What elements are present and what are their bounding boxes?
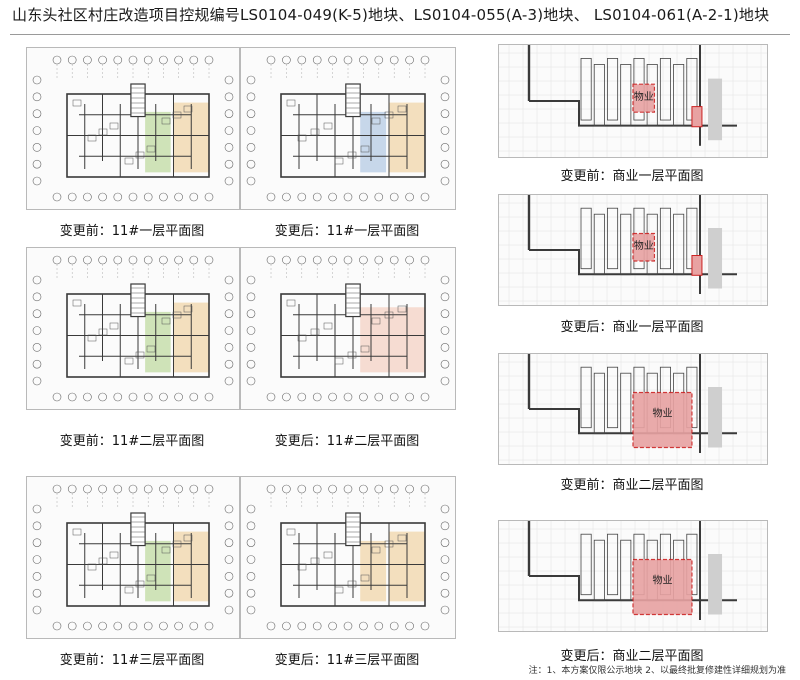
commercial-plan-before-1f: 物业	[498, 44, 768, 158]
caption-after-3f: 变更后：11#三层平面图	[274, 653, 420, 668]
floor-plan-after-2	[240, 247, 456, 410]
floor-plan-drawing	[32, 255, 234, 402]
title-divider	[10, 34, 790, 35]
caption-commercial-after-1f: 变更后：商业一层平面图	[560, 320, 704, 335]
caption-before-1f: 变更前：11#一层平面图	[59, 224, 205, 239]
floor-plan-before-1	[26, 47, 240, 210]
floor-plan-after-3	[240, 476, 456, 639]
property-label: 物业	[634, 239, 654, 252]
commercial-plan-after-1f: 物业	[498, 194, 768, 306]
floor-plan-drawing	[246, 55, 450, 202]
floor-plan-drawing	[32, 484, 234, 631]
footnote: 注：1、本方案仅限公示地块 2、以最终批复修建性详细规划为准	[528, 666, 786, 676]
commercial-plan-after-2f: 物业	[498, 520, 768, 632]
caption-before-3f: 变更前：11#三层平面图	[59, 653, 205, 668]
commercial-plan-drawing: 物业	[499, 45, 767, 157]
caption-before-2f: 变更前：11#二层平面图	[59, 434, 205, 449]
commercial-plan-before-2f: 物业	[498, 353, 768, 465]
floor-plan-before-2	[26, 247, 240, 410]
caption-commercial-before-1f: 变更前：商业一层平面图	[560, 169, 704, 184]
floor-plan-drawing	[246, 484, 450, 631]
property-label: 物业	[652, 407, 672, 420]
floor-plan-before-3	[26, 476, 240, 639]
property-label: 物业	[652, 574, 672, 587]
commercial-plan-drawing: 物业	[499, 195, 767, 305]
caption-commercial-before-2f: 变更前：商业二层平面图	[560, 478, 704, 493]
caption-after-2f: 变更后：11#二层平面图	[274, 434, 420, 449]
floor-plan-after-1	[240, 47, 456, 210]
caption-commercial-after-2f: 变更后：商业二层平面图	[560, 649, 704, 664]
floor-plan-drawing	[32, 55, 234, 202]
commercial-plan-drawing: 物业	[499, 521, 767, 631]
caption-after-1f: 变更后：11#一层平面图	[274, 224, 420, 239]
floor-plan-drawing	[246, 255, 450, 402]
page-title: 山东头社区村庄改造项目控规编号LS0104-049(K-5)地块、LS0104-…	[12, 6, 770, 24]
property-label: 物业	[634, 90, 654, 103]
commercial-plan-drawing: 物业	[499, 354, 767, 464]
